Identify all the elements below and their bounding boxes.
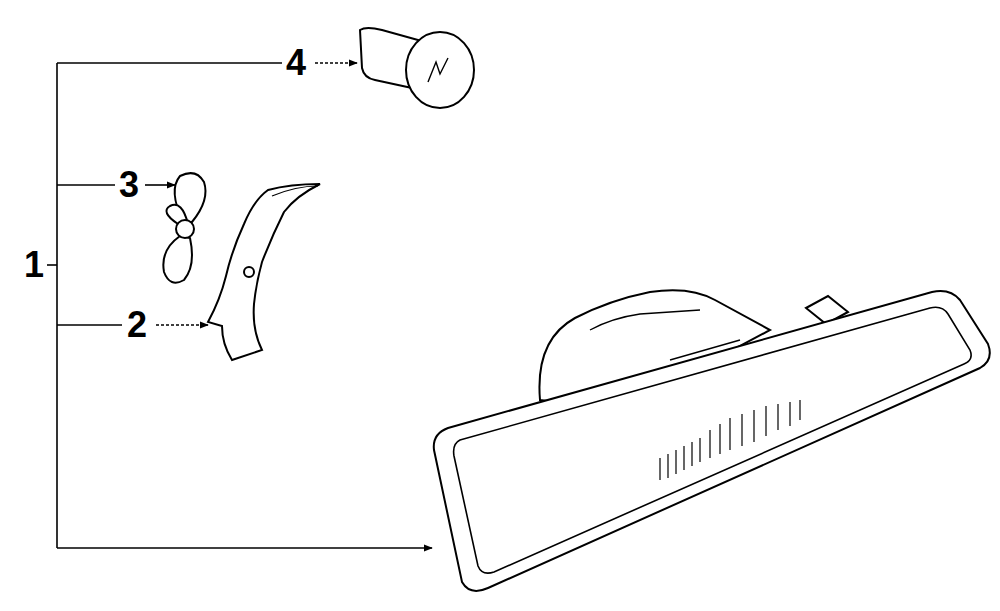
nut-lobe: [163, 236, 192, 283]
bracket-line: [56, 63, 58, 548]
callout-number: 2: [126, 305, 148, 345]
bulb-glass: [406, 32, 474, 108]
nut-hub: [176, 220, 194, 238]
lamp-lens: [434, 291, 990, 591]
lens-inner-rim: [454, 307, 972, 573]
leader-arrow: [145, 184, 175, 186]
callout-number: 3: [118, 165, 140, 205]
housing-edge: [590, 310, 700, 330]
bracket-tab: [272, 186, 318, 196]
leader-lines: [47, 63, 432, 548]
callout-number: 1: [23, 245, 45, 285]
leader-line: [57, 324, 122, 326]
leader-line: [47, 264, 57, 266]
side-marker-lamp: [434, 290, 990, 591]
clip-nut: [163, 173, 205, 283]
leader-line: [57, 62, 282, 64]
bracket-hole: [244, 267, 254, 277]
leader-arrow: [315, 62, 357, 64]
bulb: [360, 28, 474, 108]
leader-arrow: [156, 324, 208, 326]
leader-arrow: [57, 547, 432, 549]
leader-line: [57, 184, 115, 186]
callout-number: 4: [285, 43, 307, 83]
bulb-filament: [428, 58, 448, 82]
lens-ribs: [660, 400, 800, 480]
bracket-body: [208, 184, 320, 360]
bracket: [208, 184, 320, 360]
